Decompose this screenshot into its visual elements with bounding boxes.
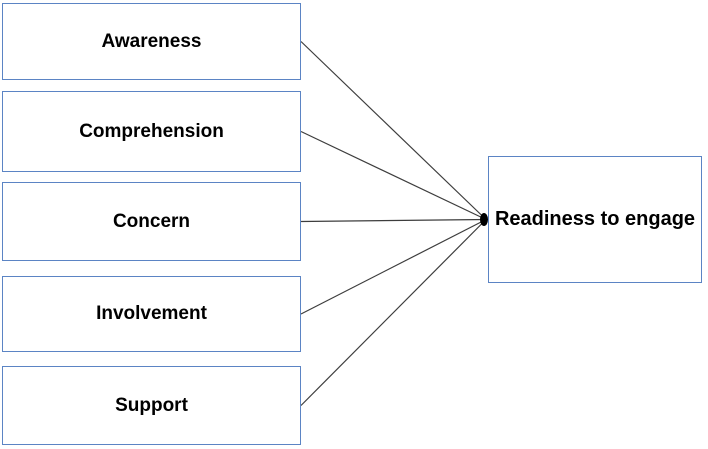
node-label: Comprehension: [79, 120, 224, 142]
node-label: Awareness: [101, 30, 202, 52]
node-comprehension: Comprehension: [2, 91, 301, 172]
node-label: Readiness to engage: [494, 208, 696, 230]
node-label: Concern: [112, 210, 191, 232]
node-support: Support: [2, 366, 301, 445]
node-label: Involvement: [96, 303, 207, 324]
node-involvement: Involvement: [2, 276, 301, 352]
node-label: Support: [115, 394, 188, 416]
node-awareness: Awareness: [2, 3, 301, 80]
node-readiness-to-engage: Readiness to engage: [488, 156, 702, 283]
node-concern: Concern: [2, 182, 301, 261]
arrowhead: [480, 213, 488, 226]
